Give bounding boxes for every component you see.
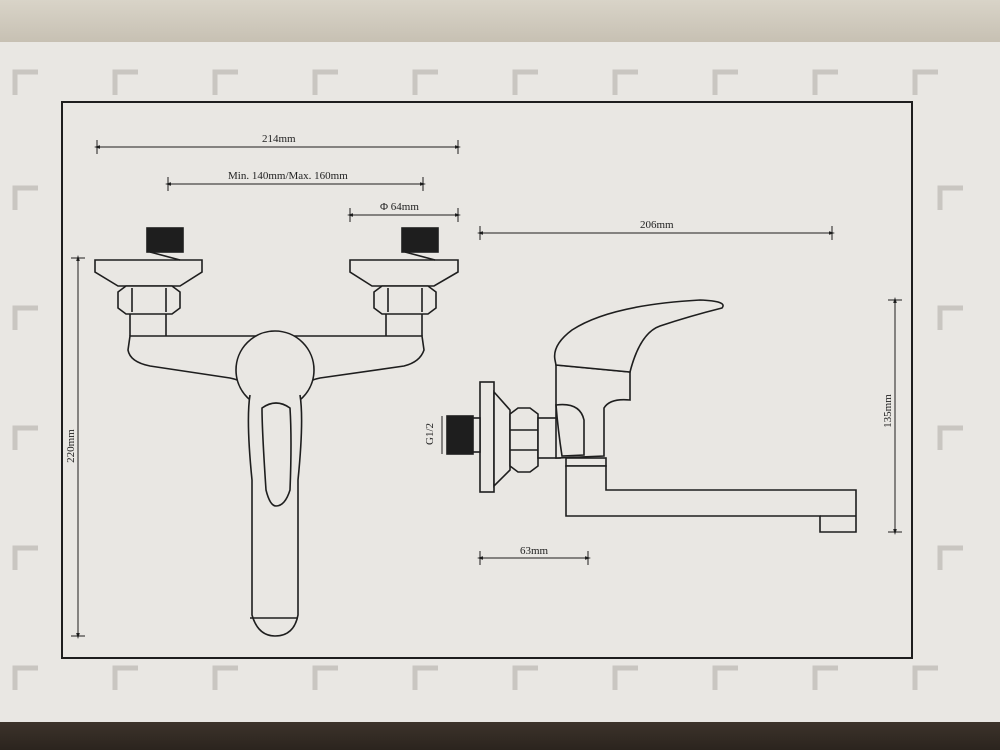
front-view	[94, 227, 459, 637]
flange-diameter-label: Φ 64mm	[380, 201, 419, 213]
thread-label: G1/2	[424, 423, 436, 445]
spacing-label: Min. 140mm/Max. 160mm	[228, 170, 348, 182]
box-panel	[0, 42, 1000, 722]
height-total-label: 220mm	[65, 429, 77, 463]
drawing-frame	[61, 101, 913, 659]
corner-pattern	[12, 69, 963, 690]
width-total-label: 214mm	[262, 133, 296, 145]
side-view	[446, 299, 857, 533]
spout-reach-label: 206mm	[640, 219, 674, 231]
spout-height-label: 135mm	[882, 394, 894, 428]
dimension-lines	[76, 145, 897, 639]
wall-offset-label: 63mm	[520, 545, 549, 557]
